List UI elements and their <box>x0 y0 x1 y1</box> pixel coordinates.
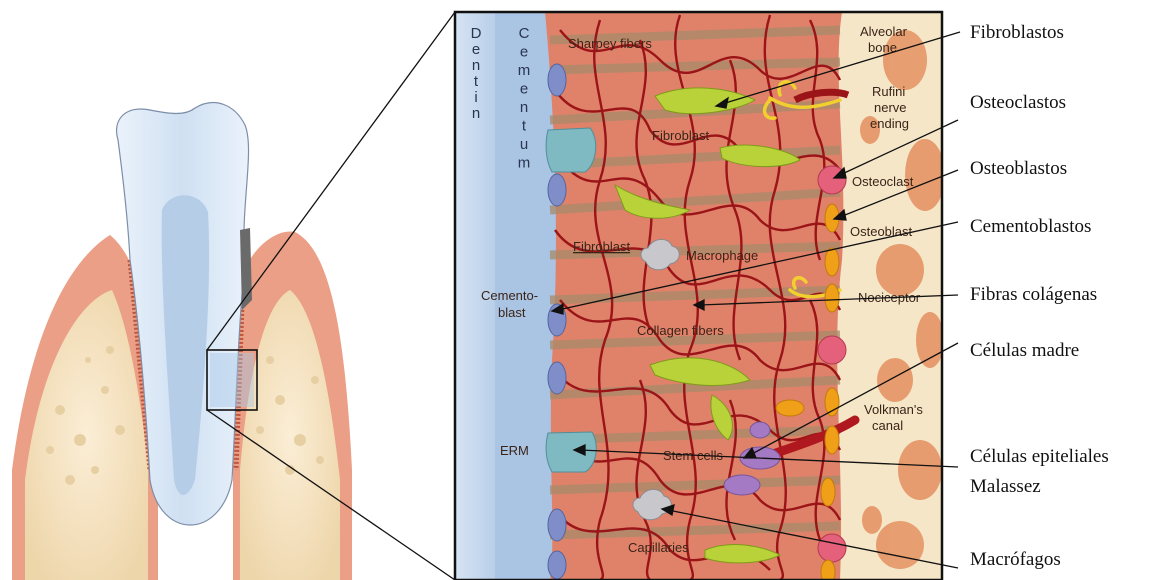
label-osteoblast: Osteoblast <box>850 224 913 239</box>
tooth-illustration <box>12 103 352 580</box>
label-capillaries: Capillaries <box>628 540 689 555</box>
label-malassez: Malassez <box>970 476 1041 497</box>
label-macrophage: Macrophage <box>686 248 758 263</box>
label-rufini: Rufini <box>872 84 905 99</box>
label-cementoblastos: Cementoblastos <box>970 216 1091 237</box>
label-cementoblast-2: blast <box>498 305 526 320</box>
label-celulas-madre: Células madre <box>970 340 1079 361</box>
label-erm: ERM <box>500 443 529 458</box>
label-osteoclast: Osteoclast <box>852 174 914 189</box>
label-fibroblastos: Fibroblastos <box>970 22 1064 43</box>
label-alveolar: Alveolar <box>860 24 908 39</box>
spanish-labels: Fibroblastos Osteoclastos Osteoblastos C… <box>970 22 1109 570</box>
label-fibroblast-top: Fibroblast <box>652 128 709 143</box>
label-osteoclastos: Osteoclastos <box>970 92 1066 113</box>
label-macrofagos: Macrófagos <box>970 549 1061 570</box>
label-volkman: Volkman's <box>864 402 923 417</box>
label-nerve: nerve <box>874 100 907 115</box>
label-osteoblastos: Osteoblastos <box>970 158 1067 179</box>
label-cementoblast-1: Cemento- <box>481 288 538 303</box>
label-fibroblast-mid: Fibroblast <box>573 239 630 254</box>
label-sharpey-fibers: Sharpey fibers <box>568 36 652 51</box>
label-collagen-fibers: Collagen fibers <box>637 323 724 338</box>
label-fibras-colagenas: Fibras colágenas <box>970 284 1097 305</box>
label-celulas-epiteliales: Células epiteliales <box>970 446 1109 467</box>
label-ending: ending <box>870 116 909 131</box>
label-canal: canal <box>872 418 903 433</box>
